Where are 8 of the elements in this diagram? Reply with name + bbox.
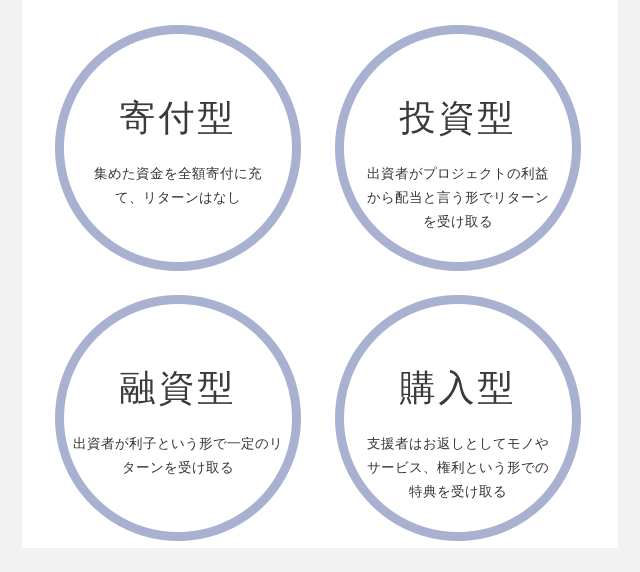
circle-description: 出資者がプロジェクトの利益から配当と言う形でリターンを受け取る <box>366 165 550 232</box>
circle-description: 集めた資金を全額寄付に充て、リターンはなし <box>93 165 263 208</box>
circle-title: 寄付型 <box>118 97 238 141</box>
circle-title: 融資型 <box>118 367 238 411</box>
circle-description: 支援者はお返しとしてモノやサービス、権利という形での特典を受け取る <box>366 435 550 502</box>
circle-title: 購入型 <box>398 367 518 411</box>
circle-description: 出資者が利子という形で一定のリターンを受け取る <box>72 435 284 478</box>
circle-title: 投資型 <box>398 97 518 141</box>
